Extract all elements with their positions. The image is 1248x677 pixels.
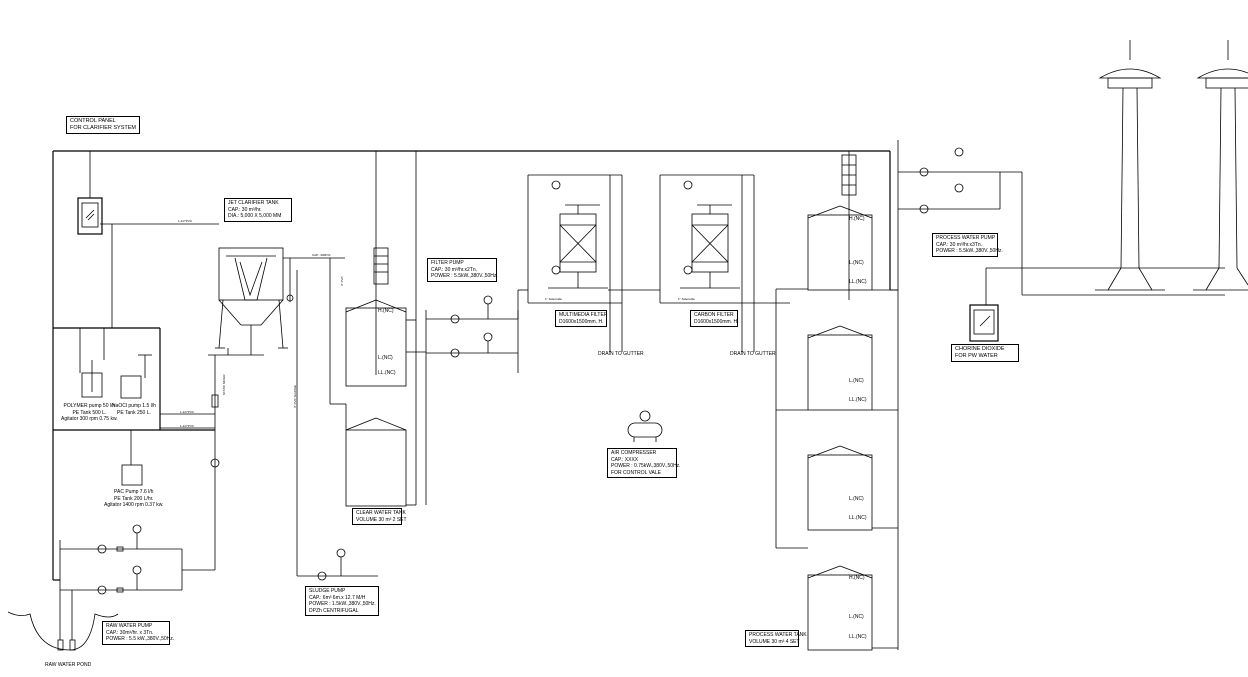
pac-label: PAC Pump 7.6 l/h PE Tank 200 L/hr. Agita… bbox=[104, 489, 163, 509]
clear-tank-h-level: H.(NC) bbox=[378, 308, 394, 314]
pwt2-ll-level: LL.(NC) bbox=[849, 397, 867, 403]
pwt4-l-level: L.(NC) bbox=[849, 614, 864, 620]
filter-pump-label: FILTER PUMP CAP.: 30 m³/hr.x2Tn. POWER :… bbox=[427, 258, 498, 282]
water-towers-icon bbox=[1095, 40, 1248, 291]
jet-clarifier-label: JET CLARIFIER TANK CAP.: 30 m³/hr. DIA.:… bbox=[224, 198, 292, 222]
pipe-label-2: 1-1/2"PVC bbox=[180, 410, 195, 414]
pwt4-ll-level: LL.(NC) bbox=[849, 634, 867, 640]
clear-water-tank-title: CLEAR WATER TANK bbox=[356, 510, 406, 516]
raw-water-pump-power: POWER : 5.5 kW.,380V.,50Hz. bbox=[106, 636, 175, 642]
chemical-tanks-icon bbox=[79, 223, 219, 486]
air-compressor-purpose: FOR CONTROL VALE bbox=[611, 469, 662, 476]
control-panel-line-2: FOR CLARIFIER SYSTEM bbox=[70, 125, 137, 131]
raw-water-pump-title: RAW WATER PUMP bbox=[106, 623, 153, 629]
filter-pumps-icon bbox=[426, 289, 528, 373]
process-water-pumps-icon bbox=[898, 147, 1225, 342]
multimedia-filter-title: MULTIMEDIA FILTER bbox=[559, 312, 608, 318]
clear-water-tanks-icon bbox=[329, 151, 427, 507]
air-compressor-power: POWER : 0.75kW.,380V.,50Hz. bbox=[611, 463, 681, 469]
static-mixer-label: STATIC MIXER bbox=[222, 374, 226, 395]
process-water-tank-label: PROCESS WATER TANK VOLUME 30 m³ 4 SET bbox=[745, 630, 807, 647]
clear-water-tank-volume: VOLUME 30 m³ 2 SET bbox=[356, 516, 407, 523]
pwt1-ll-level: LL.(NC) bbox=[849, 279, 867, 285]
static-mixer-line bbox=[210, 348, 229, 570]
process-water-pump-label: PROCESS WATER PUMP CAP.: 30 m³/hr.x3Tn. … bbox=[932, 233, 1003, 257]
multimedia-filter-icon bbox=[527, 174, 623, 352]
process-water-tank-title: PROCESS WATER TANK bbox=[749, 632, 807, 638]
drain-label-1: DRAIN TO GUTTER bbox=[598, 351, 644, 357]
drain-label-2: DRAIN TO GUTTER bbox=[730, 351, 776, 357]
filter-pump-power: POWER : 5.5kW.,380V.,50Hz. bbox=[431, 273, 498, 279]
process-water-tanks-icon bbox=[775, 140, 899, 651]
cap-line-label: CAP.: 30M³/hr bbox=[312, 253, 331, 257]
clear-pipe-label: 3" PVC bbox=[340, 276, 344, 286]
polymer-line-3: Agitator 300 rpm 0.75 kw. bbox=[61, 416, 118, 422]
carbon-filter-size: D1600x1500mm. H. bbox=[694, 318, 739, 325]
control-panel-label: CONTROL PANEL FOR CLARIFIER SYSTEM bbox=[66, 116, 140, 134]
sludge-pump-title: SLUDGE PUMP bbox=[309, 588, 346, 594]
jet-clarifier-icon bbox=[208, 247, 345, 356]
pac-line-2: PE Tank 200 L/hr. bbox=[114, 495, 154, 502]
solenoid-label-2: 1" Solenoide bbox=[678, 297, 695, 301]
raw-water-pumps-icon bbox=[7, 524, 215, 651]
clear-water-tank-label: CLEAR WATER TANK VOLUME 30 m³ 2 SET bbox=[352, 508, 407, 525]
control-panel-icon bbox=[77, 151, 103, 235]
sludge-line bbox=[296, 270, 378, 581]
polymer-line-2: PE Tank 500 L. bbox=[72, 409, 107, 416]
carbon-filter-label: CARBON FILTER D1600x1500mm. H. bbox=[690, 310, 738, 327]
air-compressor-title: AIR COMPRESSER bbox=[611, 450, 657, 456]
pwt3-l-level: L.(NC) bbox=[849, 496, 864, 502]
sludge-pump-type: DPZh CENTRIFUGAL bbox=[309, 607, 359, 614]
carbon-filter-title: CARBON FILTER bbox=[694, 312, 734, 318]
carbon-filter-icon bbox=[608, 174, 790, 352]
pac-line-1: PAC Pump 7.6 l/h bbox=[114, 489, 154, 495]
naocl-line-2: PE Tank 250 L. bbox=[117, 409, 151, 416]
air-compressor-cap: CAP.: XXXX bbox=[611, 456, 639, 463]
clear-tank-l-level: L.(NC) bbox=[378, 355, 393, 361]
multimedia-filter-label: MULTIMEDIA FILTER D1600x1500mm. H. bbox=[555, 310, 607, 327]
polymer-label: POLYMER pump 50 l/h PE Tank 500 L. Agita… bbox=[61, 403, 118, 423]
air-compressor-icon bbox=[627, 410, 663, 442]
solenoid-label-1: 1" Solenoide bbox=[545, 297, 562, 301]
control-bus bbox=[52, 150, 891, 581]
process-water-pump-cap: CAP.: 30 m³/hr.x3Tn. bbox=[936, 241, 983, 248]
process-water-pump-title: PROCESS WATER PUMP bbox=[936, 235, 996, 241]
naocl-line-1: NaOCl pump 1.5 l/h bbox=[112, 403, 156, 409]
sludge-pump-label: SLUDGE PUMP CAP.: 6m³ 6m.x 12.7 M/H POWE… bbox=[305, 586, 379, 616]
raw-water-pump-label: RAW WATER PUMP CAP.: 30m³/hr. x 3Tn. POW… bbox=[102, 621, 175, 645]
polymer-line-1: POLYMER pump 50 l/h bbox=[63, 403, 116, 409]
pwt1-l-level: L.(NC) bbox=[849, 260, 864, 266]
raw-water-pump-cap: CAP.: 30m³/hr. x 3Tn. bbox=[106, 629, 154, 636]
pwt4-h-level: H.(NC) bbox=[849, 575, 865, 581]
naocl-label: NaOCl pump 1.5 l/h PE Tank 250 L. bbox=[112, 403, 156, 416]
sludge-pump-cap: CAP.: 6m³ 6m.x 12.7 M/H bbox=[309, 594, 366, 601]
jet-clarifier-title: JET CLARIFIER TANK bbox=[228, 200, 279, 206]
chlorine-dioxide-label: CHORINE DIOXIDE FOR PW WATER bbox=[951, 344, 1019, 362]
pipe-label-1: 1-1/2"PVC bbox=[178, 219, 193, 223]
pwt1-h-level: H.(NC) bbox=[849, 216, 865, 222]
jet-clarifier-dia: DIA.: 5,000 X 5,000 MM bbox=[228, 213, 282, 219]
pipe-label-3: 1-1/2"PVC bbox=[180, 424, 195, 428]
sludge-pump-power: POWER : 1.5kW.,380V.,50Hz. bbox=[309, 601, 376, 607]
filter-pump-cap: CAP.: 30 m³/hr.x2Tn. bbox=[431, 266, 478, 273]
filter-pump-title: FILTER PUMP bbox=[431, 260, 464, 266]
pwt3-ll-level: LL.(NC) bbox=[849, 515, 867, 521]
pac-line-3: Agitator 1400 rpm 0.37 kw. bbox=[104, 502, 164, 508]
control-panel-line-1: CONTROL PANEL bbox=[70, 118, 116, 124]
air-compressor-label: AIR COMPRESSER CAP.: XXXX POWER : 0.75kW… bbox=[607, 448, 681, 478]
pwt2-l-level: L.(NC) bbox=[849, 378, 864, 384]
process-water-pump-power: POWER : 5.5kW.,380V.,50Hz. bbox=[936, 248, 1003, 254]
chlorine-dioxide-title: CHORINE DIOXIDE bbox=[955, 346, 1005, 352]
process-water-tank-volume: VOLUME 30 m³ 4 SET bbox=[749, 638, 800, 645]
sludge-pipe-label: 3" PVC SLUDGE bbox=[293, 385, 297, 408]
jet-clarifier-cap: CAP.: 30 m³/hr. bbox=[228, 206, 262, 213]
clear-tank-ll-level: LL.(NC) bbox=[378, 370, 396, 376]
chlorine-dioxide-sub: FOR PW WATER bbox=[955, 353, 998, 359]
multimedia-filter-size: D1600x1500mm. H. bbox=[559, 318, 604, 325]
raw-water-pond-label: RAW WATER POND bbox=[45, 662, 92, 668]
